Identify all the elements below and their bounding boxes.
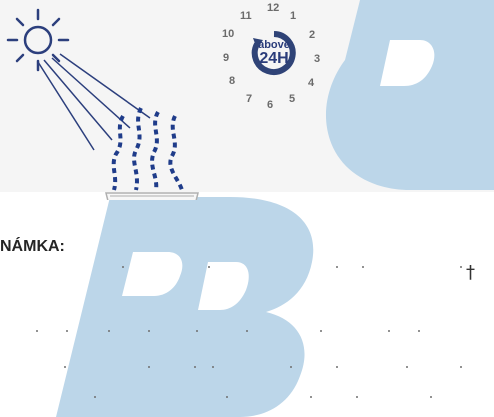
clock-number: 3 xyxy=(314,53,320,65)
clock-number: 10 xyxy=(222,28,234,40)
clock-number: 11 xyxy=(240,10,252,22)
clock-above-24h-icon: above 24H 12 1 2 3 4 5 6 7 8 9 10 11 xyxy=(216,0,326,110)
clock-number: 7 xyxy=(246,93,252,105)
clock-number: 6 xyxy=(267,99,273,111)
clock-number: 8 xyxy=(229,75,235,87)
clock-label: above 24H xyxy=(256,35,292,71)
note-title: NÁMKA: xyxy=(0,238,65,256)
note-mark: † xyxy=(466,262,475,283)
petri-dish-icon xyxy=(0,0,200,200)
clock-number: 1 xyxy=(290,10,296,22)
clock-number: 4 xyxy=(308,77,314,89)
clock-number: 12 xyxy=(267,2,279,14)
clock-number: 5 xyxy=(289,93,295,105)
clock-number: 9 xyxy=(223,52,229,64)
clock-label-main: 24H xyxy=(256,51,292,67)
clock-number: 2 xyxy=(309,29,315,41)
